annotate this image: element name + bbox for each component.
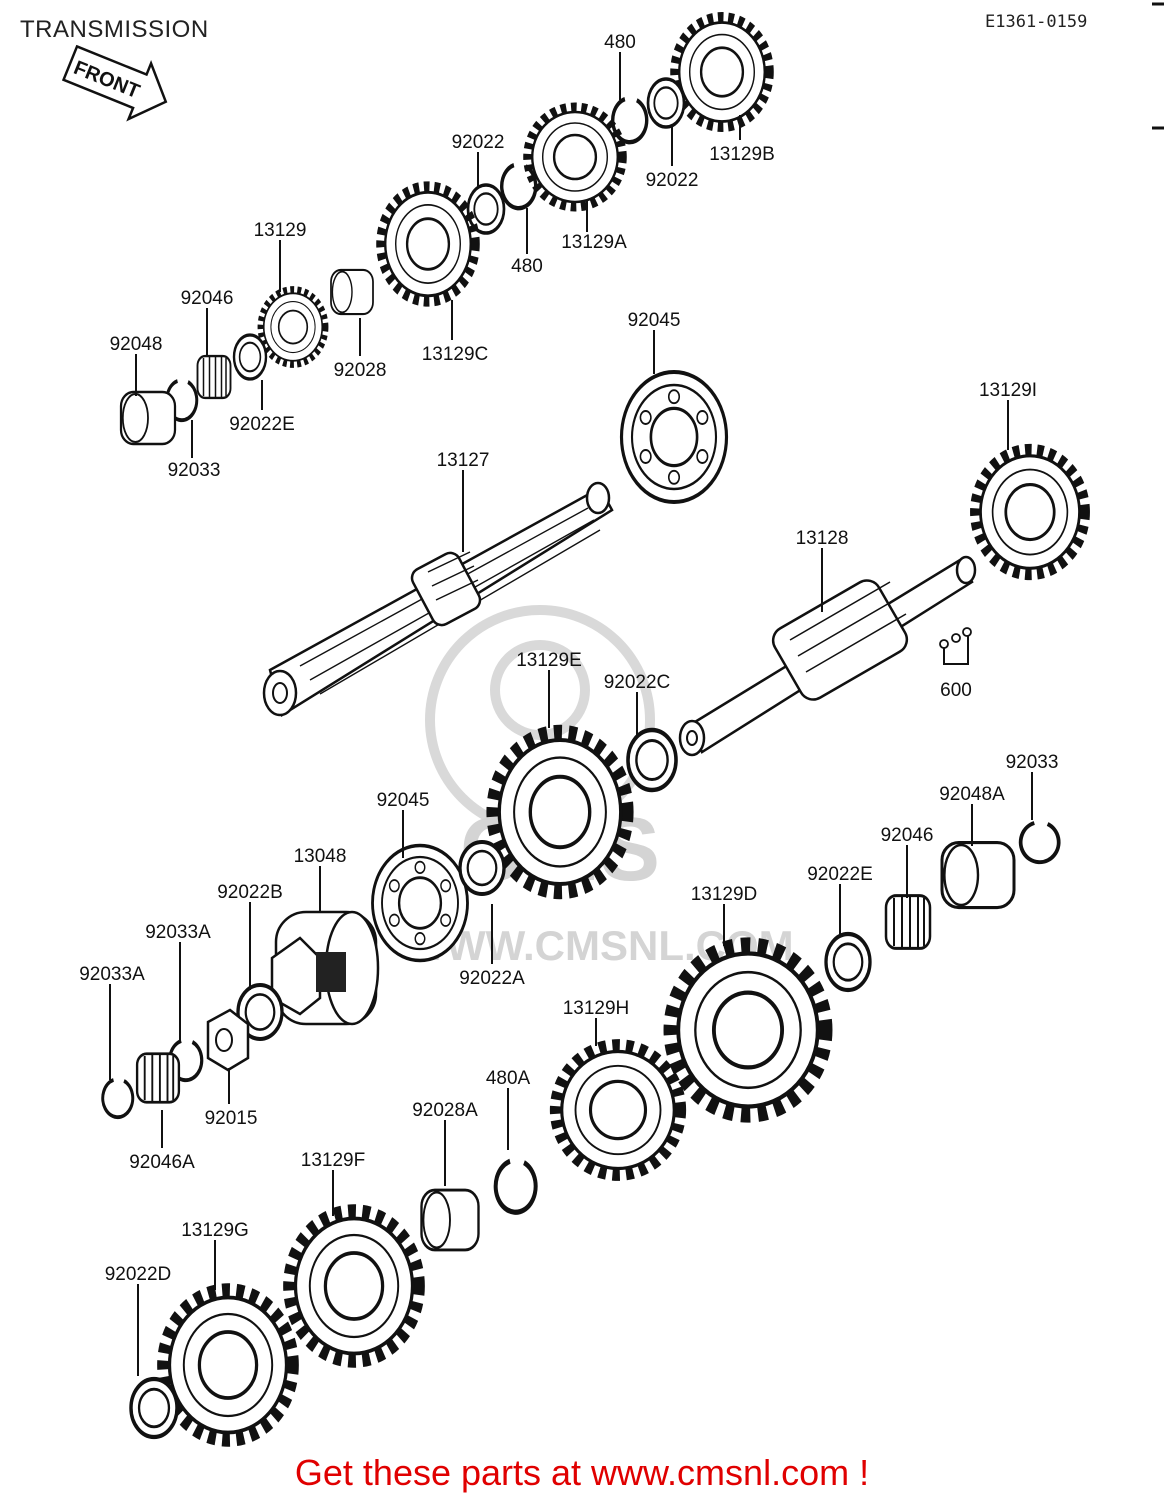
part-92015[interactable] [206, 1008, 250, 1072]
part-92033a-lower[interactable] [100, 1078, 135, 1120]
part-92048[interactable] [119, 390, 177, 446]
part-92045-mid[interactable] [370, 843, 470, 963]
part-92046-top[interactable] [196, 354, 232, 400]
part-92022e-top[interactable] [232, 333, 268, 381]
part-92045-top[interactable] [619, 370, 729, 504]
label-92046a: 92046A [129, 1152, 195, 1173]
label-480-top: 480 [604, 32, 636, 53]
label-92046-top: 92046 [181, 288, 234, 309]
label-92015: 92015 [205, 1108, 258, 1129]
page-title: TRANSMISSION [20, 16, 209, 43]
leader-lines [109, 52, 1033, 1376]
edge-marks [1152, 2, 1164, 130]
label-13048: 13048 [294, 846, 347, 867]
label-92028a: 92028A [412, 1100, 478, 1121]
label-92033-top: 92033 [168, 460, 221, 481]
label-92045-mid: 92045 [377, 790, 430, 811]
label-92022-top: 92022 [646, 170, 699, 191]
part-13129h[interactable] [556, 1045, 681, 1175]
part-92033-right[interactable] [1018, 821, 1061, 865]
part-13129a[interactable] [528, 107, 623, 207]
part-13129g[interactable] [163, 1290, 293, 1440]
label-92022a: 92022A [459, 968, 525, 989]
diagram-code: E1361-0159 [985, 12, 1088, 32]
label-92022c: 92022C [604, 672, 671, 693]
label-92022d: 92022D [105, 1264, 172, 1285]
label-13128: 13128 [796, 528, 849, 549]
label-600: 600 [940, 680, 972, 701]
part-92022a[interactable] [458, 840, 506, 896]
part-480-mid[interactable] [502, 165, 536, 208]
part-92046-right[interactable] [884, 894, 932, 950]
label-92022-mid: 92022 [452, 132, 505, 153]
label-13129: 13129 [254, 220, 307, 241]
part-92048a[interactable] [940, 840, 1016, 910]
label-92033-right: 92033 [1006, 752, 1059, 773]
label-13129c: 13129C [422, 344, 489, 365]
label-92022e-top: 92022E [229, 414, 295, 435]
part-13129i[interactable] [975, 450, 1085, 575]
part-92046a[interactable] [135, 1052, 181, 1104]
part-13128-shaft[interactable] [678, 555, 977, 757]
label-13129b: 13129B [709, 144, 775, 165]
part-92022e-right[interactable] [826, 934, 870, 990]
label-13127: 13127 [437, 450, 490, 471]
label-13129a: 13129A [561, 232, 627, 253]
part-92022d[interactable] [131, 1379, 177, 1437]
label-92022e-right: 92022E [807, 864, 873, 885]
part-13129f[interactable] [289, 1211, 419, 1361]
label-92033a-lower: 92033A [79, 964, 145, 985]
part-92022c[interactable] [628, 730, 676, 790]
part-13048[interactable] [270, 910, 380, 1026]
part-480a[interactable] [496, 1161, 536, 1212]
part-600-pins[interactable] [939, 627, 972, 649]
label-13129f: 13129F [301, 1150, 365, 1171]
label-92048a: 92048A [939, 784, 1005, 805]
label-13129d: 13129D [691, 884, 758, 905]
label-13129i: 13129I [979, 380, 1037, 401]
label-92022b: 92022B [217, 882, 283, 903]
part-92022-top[interactable] [646, 77, 686, 129]
part-labels: 480 92022 13129B 92022 13129A 480 13129 … [79, 32, 1058, 1285]
label-92033a-upper: 92033A [145, 922, 211, 943]
label-13129g: 13129G [181, 1220, 249, 1241]
label-13129h: 13129H [563, 998, 630, 1019]
label-13129e: 13129E [516, 650, 582, 671]
part-92028a[interactable] [420, 1188, 480, 1252]
label-480a: 480A [486, 1068, 531, 1089]
label-92046-right: 92046 [881, 825, 934, 846]
footer-link[interactable]: Get these parts at www.cmsnl.com ! [294, 1452, 870, 1493]
part-13129d[interactable] [671, 945, 826, 1115]
part-13129c[interactable] [381, 187, 476, 302]
part-92028[interactable] [329, 268, 375, 316]
part-13129[interactable] [261, 290, 326, 365]
front-arrow-icon: FRONT [61, 44, 168, 122]
label-92028: 92028 [334, 360, 387, 381]
label-480-mid: 480 [511, 256, 543, 277]
part-13129b[interactable] [675, 17, 770, 127]
label-92048: 92048 [110, 334, 163, 355]
part-13127-shaft[interactable] [262, 481, 614, 717]
label-92045-top: 92045 [628, 310, 681, 331]
